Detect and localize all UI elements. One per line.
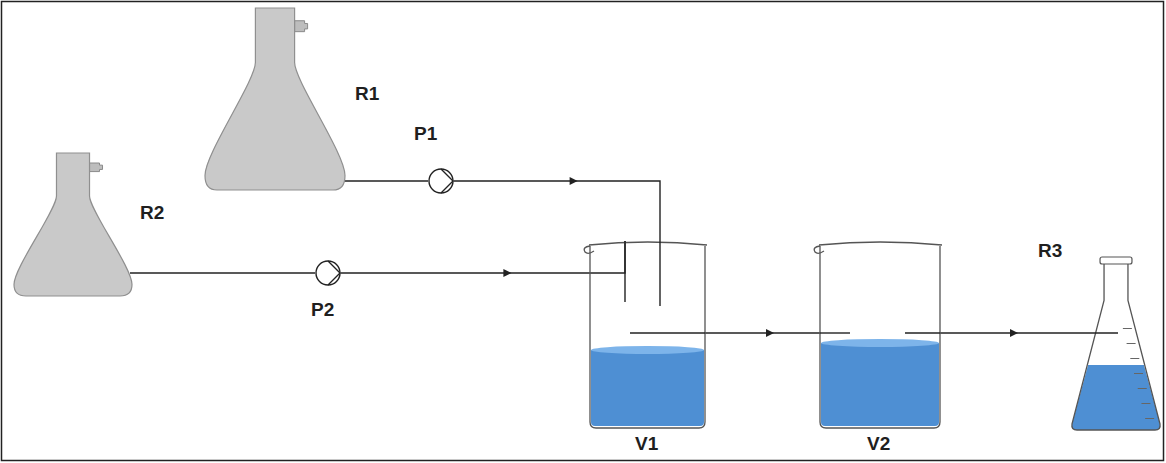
mixing-beaker: V1: [585, 238, 710, 428]
flow-arrowhead: [1010, 329, 1018, 337]
pipe-connector: [705, 329, 820, 337]
pipe-connector: [940, 329, 1070, 337]
pipe-connector: [344, 181, 428, 182]
reservoir-flask-outline: [205, 8, 345, 190]
reservoir-flask: R2: [14, 153, 132, 296]
mixing-beaker-outline: [585, 238, 710, 428]
mixing-beaker: V2: [815, 238, 945, 428]
flow-arrowhead: [766, 329, 774, 337]
pipe-connector: [454, 177, 660, 241]
pipe-connector: [130, 273, 315, 274]
pipe-connector: [341, 241, 625, 277]
pump-symbol-outline: [315, 260, 341, 286]
pump-symbol: P1: [428, 168, 454, 194]
vessel-label: R2: [140, 203, 164, 224]
vessel-label: P2: [311, 300, 334, 321]
vessel-label: V1: [635, 434, 658, 455]
collection-flask-outline: [1070, 255, 1162, 430]
flow-arrowhead: [503, 269, 511, 277]
pump-symbol: P2: [315, 260, 341, 286]
collection-flask: R3: [1070, 255, 1162, 430]
vessel-label: P1: [414, 124, 437, 145]
vessel-label: R3: [1038, 241, 1062, 262]
pump-symbol-outline: [428, 168, 454, 194]
reservoir-flask: R1: [205, 8, 345, 190]
reservoir-flask-outline: [14, 153, 132, 296]
vessel-label: R1: [355, 84, 379, 105]
flow-arrowhead: [570, 177, 578, 185]
vessel-label: V2: [867, 434, 890, 455]
mixing-beaker-outline: [815, 238, 945, 428]
